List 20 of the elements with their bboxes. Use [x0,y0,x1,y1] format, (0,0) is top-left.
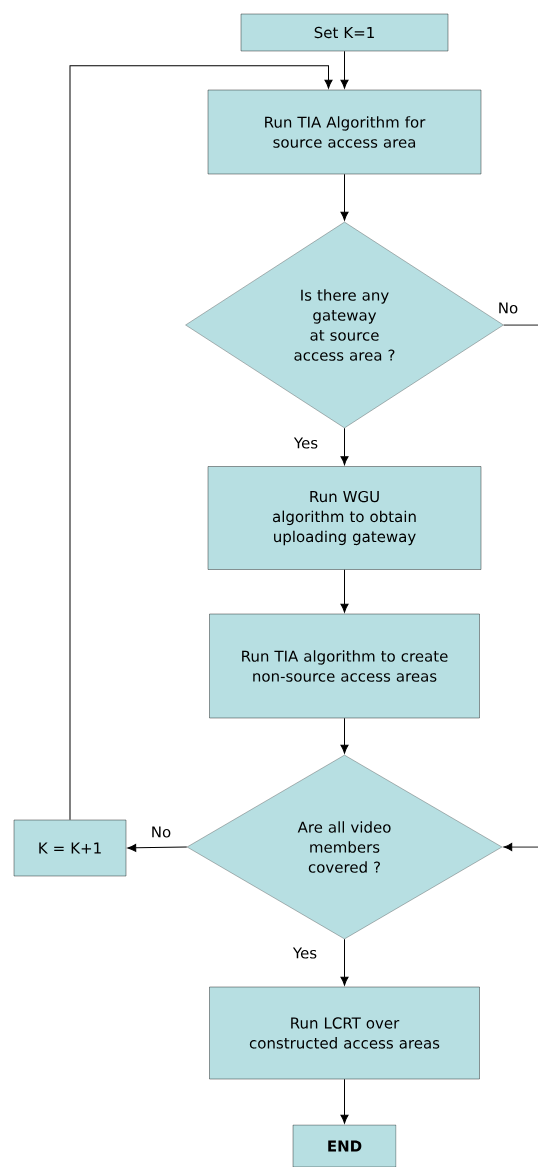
process-box: Run WGU algorithm to obtain uploading gateway [207,466,482,570]
arrow [340,1078,349,1124]
arrow [340,173,349,221]
arrow [503,842,538,852]
arrow [340,938,349,986]
process-box: Run LCRT over constructed access areas [209,986,480,1080]
arrow [340,50,349,89]
arrow [340,427,349,466]
edge-label: Yes [291,946,319,960]
process-box: END [292,1124,397,1167]
arrow [340,569,349,613]
edge-label: Yes [292,436,320,450]
arrow [340,717,349,754]
edge-label: No [149,825,173,839]
process-box: Run TIA Algorithm for source access area [207,89,482,175]
arrow [69,65,333,821]
process-box: Run TIA algorithm to create non-source access areas [209,613,480,719]
arrow [127,843,188,852]
process-box: K = K+1 [13,819,127,877]
process-box: Set K=1 [240,13,449,52]
